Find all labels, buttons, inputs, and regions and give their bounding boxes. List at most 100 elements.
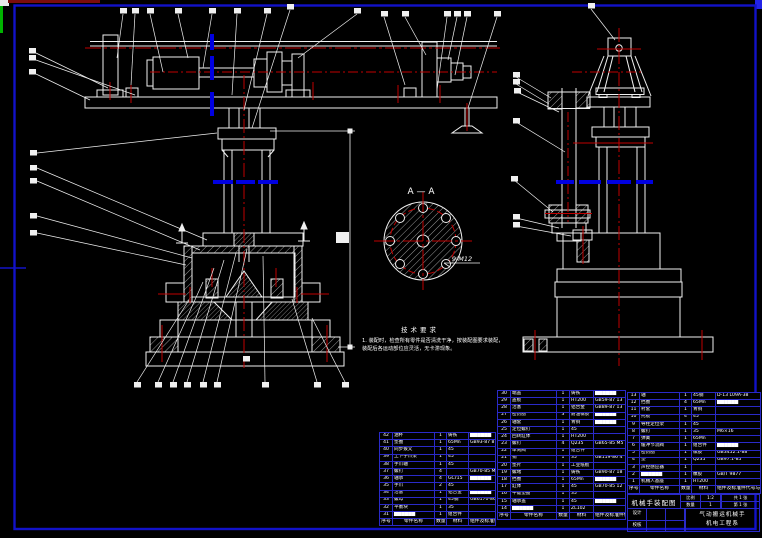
bom-cell: 销 (510, 454, 557, 463)
bom-cell: 4 (434, 475, 447, 484)
bom-cell (715, 406, 761, 415)
leader-line (515, 225, 572, 237)
bom-cell: 45 (446, 482, 469, 491)
bom-cell: 45钢 (691, 391, 716, 401)
bom-cell: 1 (679, 391, 692, 401)
bom-cell (468, 460, 496, 469)
bom-cell: 铸铁 (446, 431, 469, 441)
bom-cell: 3 (627, 463, 640, 473)
bom-cell: 2 (434, 482, 447, 491)
bom-cell: 2 (627, 471, 640, 480)
leader-line (177, 13, 189, 59)
drawing-title: 机械手装配图 (628, 495, 681, 508)
balloon-marker (184, 382, 191, 388)
bom-cell: 45 (569, 483, 594, 492)
bom-cell: 33 (379, 496, 393, 505)
bom-cell: 缓冲节流阀 (639, 442, 680, 451)
bom-cell: ██████ (715, 399, 761, 408)
bom-cell: 垫 (639, 456, 680, 465)
bom-cell: 4 (679, 399, 692, 408)
bom-cell: 38 (379, 460, 393, 469)
leader-line (251, 9, 291, 129)
bom-cell: 32 (379, 503, 393, 513)
bom-cell: 垫片 (510, 461, 557, 471)
balloon-marker (513, 214, 520, 220)
balloon-marker (30, 150, 37, 156)
edge-white-nub (0, 0, 9, 6)
bom-cell (468, 453, 496, 462)
bom-cell: 1 (556, 418, 570, 427)
bom-header-cell: 数量 (679, 485, 692, 494)
bom-cell: 1 (556, 389, 570, 399)
bom-cell: 28 (497, 404, 511, 413)
bom-cell: 11 (627, 406, 640, 415)
edge-red-bar (8, 0, 100, 3)
bom-cell: 31 (379, 511, 393, 520)
balloon-marker (588, 3, 595, 9)
balloon-marker (243, 356, 250, 362)
bom-cell: 45 (691, 413, 716, 422)
bom-cell: 轴 (639, 391, 680, 401)
balloon-callouts (29, 3, 595, 388)
bom-cell: 活塞 (510, 404, 557, 413)
leader-line (515, 76, 552, 99)
leader-line (36, 167, 208, 241)
bom-cell: 1 (434, 496, 447, 505)
balloon-marker (513, 222, 520, 228)
balloon-marker (147, 8, 154, 14)
bom-cell: 10 (627, 413, 640, 422)
design-value (647, 509, 666, 521)
leader-line (136, 299, 190, 383)
leader-line (172, 267, 215, 383)
bom-cell: 1 (556, 504, 570, 514)
bom-cell: 17 (497, 483, 511, 492)
bom-cell: 1 (434, 503, 447, 513)
bom-cell: 34 (379, 489, 393, 498)
bom-cell: 65Mn (691, 399, 716, 408)
bom-cell: 40 (379, 446, 393, 455)
balloon-marker (29, 48, 36, 54)
bom-cell: 活塞 (392, 489, 435, 498)
bom-cell: 45 (446, 446, 469, 455)
check-date (666, 520, 685, 532)
bom-cell: Q235 (691, 456, 716, 465)
bom-cell: 声控感应器 (639, 463, 680, 473)
bom-cell: 45 (569, 497, 594, 507)
leader-line (515, 121, 566, 153)
bom-cell: 21 (497, 454, 511, 463)
bom-cell: 组合件 (691, 442, 716, 451)
bom-cell: 手爪轴 (392, 460, 435, 469)
bom-cell: 1 (679, 478, 692, 487)
bom-cell (468, 446, 496, 455)
bom-cell (468, 482, 496, 491)
leader-line (36, 180, 201, 251)
bom-cell: 8 (627, 427, 640, 437)
bom-header-cell: 数量 (556, 512, 570, 521)
balloon-marker (513, 79, 520, 85)
bom-header-cell: 数量 (434, 518, 447, 527)
bom-cell: 20 (497, 461, 511, 471)
bom-cell: 39 (379, 453, 393, 462)
bom-cell: HT200 (569, 433, 594, 442)
bom-cell: 35 (569, 454, 594, 463)
bom-cell: 1 (434, 431, 447, 441)
scale-label: 比例 (681, 495, 701, 502)
bom-cell: 18 (497, 476, 511, 485)
bom-cell: 15 (497, 497, 511, 507)
sheet-total: 共 1 张 (722, 495, 759, 502)
bom-cell: ██████ (392, 511, 435, 520)
bom-cell (468, 503, 496, 513)
bom-cell: 4 (679, 413, 692, 422)
bom-cell: 1 (556, 447, 570, 456)
sheet-no: 第 1 张 (722, 502, 759, 508)
balloon-marker (234, 8, 241, 14)
bom-cell: 托板 (639, 413, 680, 422)
edge-green-bar (0, 6, 3, 33)
bom-cell: 26 (497, 418, 511, 427)
balloon-marker (513, 72, 520, 78)
bom-cell: 7 (627, 435, 640, 444)
bom-cell: 14 (497, 504, 511, 514)
